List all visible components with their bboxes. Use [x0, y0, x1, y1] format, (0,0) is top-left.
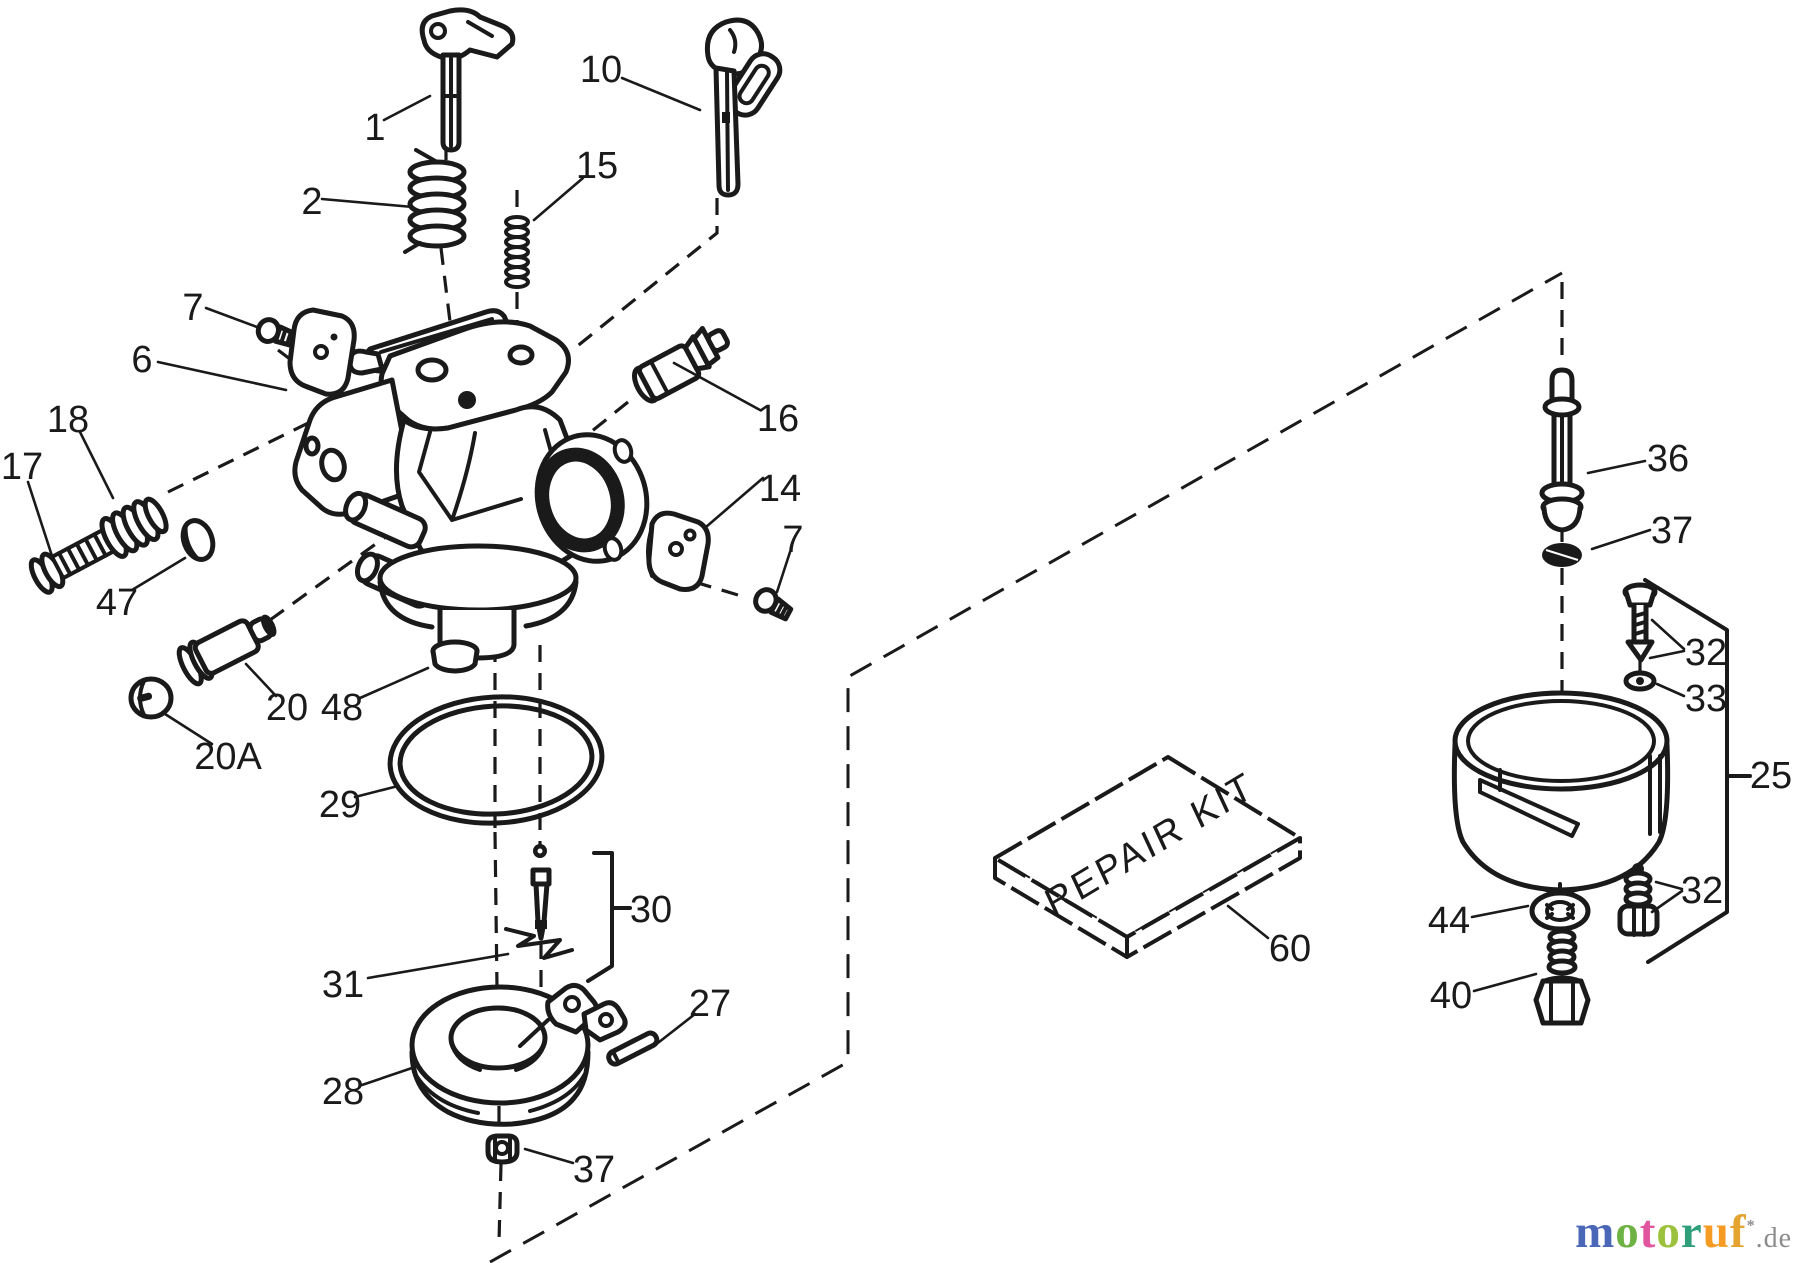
part-32-bolt — [1622, 582, 1658, 663]
logo-letter: m — [1575, 1206, 1616, 1258]
logo-star: * — [1746, 1217, 1756, 1235]
logo-letter: o — [1656, 1206, 1681, 1258]
part-31-clip — [504, 927, 574, 960]
part-label-1: 1 — [364, 107, 385, 149]
part-37-nut-bottom — [485, 1133, 520, 1165]
logo-letter: f — [1729, 1206, 1747, 1258]
part-label-27: 27 — [689, 983, 731, 1025]
part-label-60: 60 — [1269, 928, 1311, 970]
part-20-plug — [176, 614, 277, 687]
part-25-float-bowl — [1451, 690, 1671, 894]
section-boundary-lines — [489, 271, 1564, 1263]
part-10-choke-shaft — [704, 17, 783, 198]
part-label-37-bottom: 37 — [573, 1149, 615, 1191]
logo-letter: o — [1615, 1206, 1640, 1258]
part-27-hinge-pin — [606, 1030, 660, 1067]
part-label-7-left: 7 — [182, 287, 203, 329]
part-30-needle-seat — [530, 844, 632, 983]
part-label-10: 10 — [580, 49, 622, 91]
part-18-spring — [99, 496, 169, 559]
bracket-25 — [1643, 578, 1752, 964]
part-label-47: 47 — [96, 582, 138, 624]
part-28-float — [409, 982, 628, 1127]
part-7-screw-left — [255, 317, 300, 349]
part-label-20A: 20A — [194, 736, 262, 778]
part-7-screw-right — [753, 587, 794, 622]
logo-letter: r — [1680, 1206, 1703, 1258]
logo-letter: u — [1702, 1206, 1730, 1258]
part-label-32-top: 32 — [1685, 632, 1727, 674]
part-20A-cap — [128, 676, 174, 720]
part-14-cover-plate — [646, 510, 711, 592]
part-label-15: 15 — [576, 145, 618, 187]
centerlines — [167, 150, 1642, 1243]
part-label-17: 17 — [1, 446, 43, 488]
part-label-6: 6 — [131, 339, 152, 381]
part-label-32-lower: 32 — [1681, 870, 1723, 912]
part-labels: 1 2 10 15 7 6 18 17 47 20 20A 48 29 16 1… — [1, 49, 1792, 1191]
part-label-36: 36 — [1647, 438, 1689, 480]
part-29-o-ring — [387, 694, 605, 826]
part-label-18: 18 — [47, 399, 89, 441]
part-33-washer — [1623, 670, 1657, 692]
part-15-idle-spring — [504, 215, 530, 289]
part-label-29: 29 — [319, 784, 361, 826]
part-label-40: 40 — [1430, 975, 1472, 1017]
part-47-welch-plug — [180, 518, 216, 562]
part-label-28: 28 — [322, 1071, 364, 1113]
part-16-inlet-fitting — [631, 325, 730, 404]
leader-lines — [26, 76, 1686, 1165]
part-label-30: 30 — [630, 889, 672, 931]
part-label-20: 20 — [266, 687, 308, 729]
part-36-main-nozzle — [1539, 367, 1585, 533]
logo-letter: t — [1639, 1206, 1657, 1258]
part-17-screw — [28, 524, 122, 595]
part-40-bowl-nut — [1533, 928, 1591, 1026]
part-label-48: 48 — [321, 687, 363, 729]
logo-tld: .de — [1755, 1223, 1792, 1254]
part-2-throttle-spring — [403, 148, 467, 254]
part-label-37-right: 37 — [1651, 510, 1693, 552]
part-6-cover-plate — [287, 307, 357, 397]
part-32-spring-clip — [1617, 863, 1660, 937]
part-48-cup — [430, 639, 480, 674]
part-label-7-right: 7 — [782, 519, 803, 561]
part-label-31: 31 — [322, 964, 364, 1006]
part-37-washer-right — [1542, 543, 1582, 567]
part-label-16: 16 — [757, 398, 799, 440]
part-44-washer — [1529, 882, 1591, 932]
part-label-25: 25 — [1750, 755, 1792, 797]
part-1-throttle-shaft — [419, 7, 516, 153]
part-label-2: 2 — [301, 181, 322, 223]
part-60-repair-kit-box: REPAIR KIT — [993, 755, 1302, 959]
part-label-33: 33 — [1685, 678, 1727, 720]
part-label-44: 44 — [1428, 900, 1470, 942]
motoruf-logo[interactable]: motoruf*.de — [1575, 1205, 1792, 1259]
carburetor-body — [292, 308, 650, 661]
part-label-14: 14 — [759, 468, 801, 510]
